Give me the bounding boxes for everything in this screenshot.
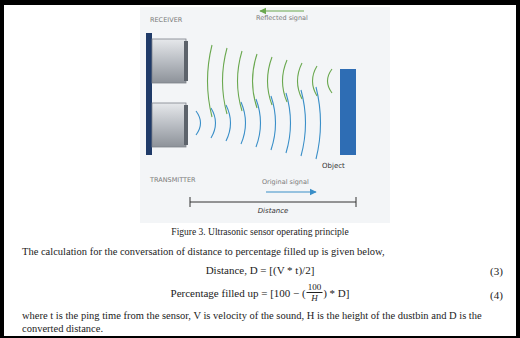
reflected-wave [298,63,303,99]
equation-part: Percentage filled up = [100 − ( [171,287,306,300]
part-label: TRANSMITTER [150,177,196,184]
equation-line: Distance, D = [(V * t)/2] [206,264,315,277]
part-label: RECEIVER [150,17,182,24]
equation-number: (4) [490,289,503,302]
transmitter-mesh [184,105,188,145]
body-text: The calculation for the conversation of … [22,246,385,258]
fraction-denominator: H [311,293,318,303]
fraction-denominator: H [311,293,318,303]
reflected-wave [313,66,318,96]
figure-illustration [4,5,516,336]
reflected-wave [268,57,273,105]
reflected-arrow [260,10,304,11]
original-wave [316,87,321,159]
dimension-label: Distance [258,207,289,215]
transmitter-cylinder [152,103,186,147]
equation-number: (3) [490,265,503,278]
original-arrow [266,191,316,192]
receiver-cylinder [152,39,186,83]
body-text: where t is the ping time from the sensor… [22,309,500,335]
reflected-wave [208,45,213,117]
fraction: 100H [307,282,323,304]
original-wave [211,108,216,138]
reflected-wave [238,51,243,111]
reflected-wave [283,60,288,102]
equation: Distance, D = [(V * t)/2] [206,264,315,277]
part-label: Object [322,162,345,170]
equation: Percentage filled up = [100 − ( [171,287,306,300]
reflected-wave [253,54,258,108]
equation: ) * D] [323,287,349,300]
fraction-numerator: 100 [307,282,323,293]
receiver-mesh [184,41,188,81]
original-wave [196,111,201,135]
sensor-board [146,33,152,155]
figure-caption: Figure 3. Ultrasonic sensor operating pr… [171,227,348,238]
distance-dimension [190,197,356,207]
reflected-wave [328,69,333,93]
figure-background [140,7,390,223]
signal-label: Reflected signal [256,15,308,22]
signal-label: Original signal [262,179,309,186]
original-wave [226,105,231,141]
original-wave [301,90,306,156]
fraction-numerator: 100 [308,282,322,292]
sound-waves [196,45,332,159]
object-block [340,69,356,155]
reflected-wave [223,48,228,114]
equation-line: Percentage filled up = [100 − (100H) * D… [171,282,350,304]
equation-part: ) * D] [323,287,349,300]
